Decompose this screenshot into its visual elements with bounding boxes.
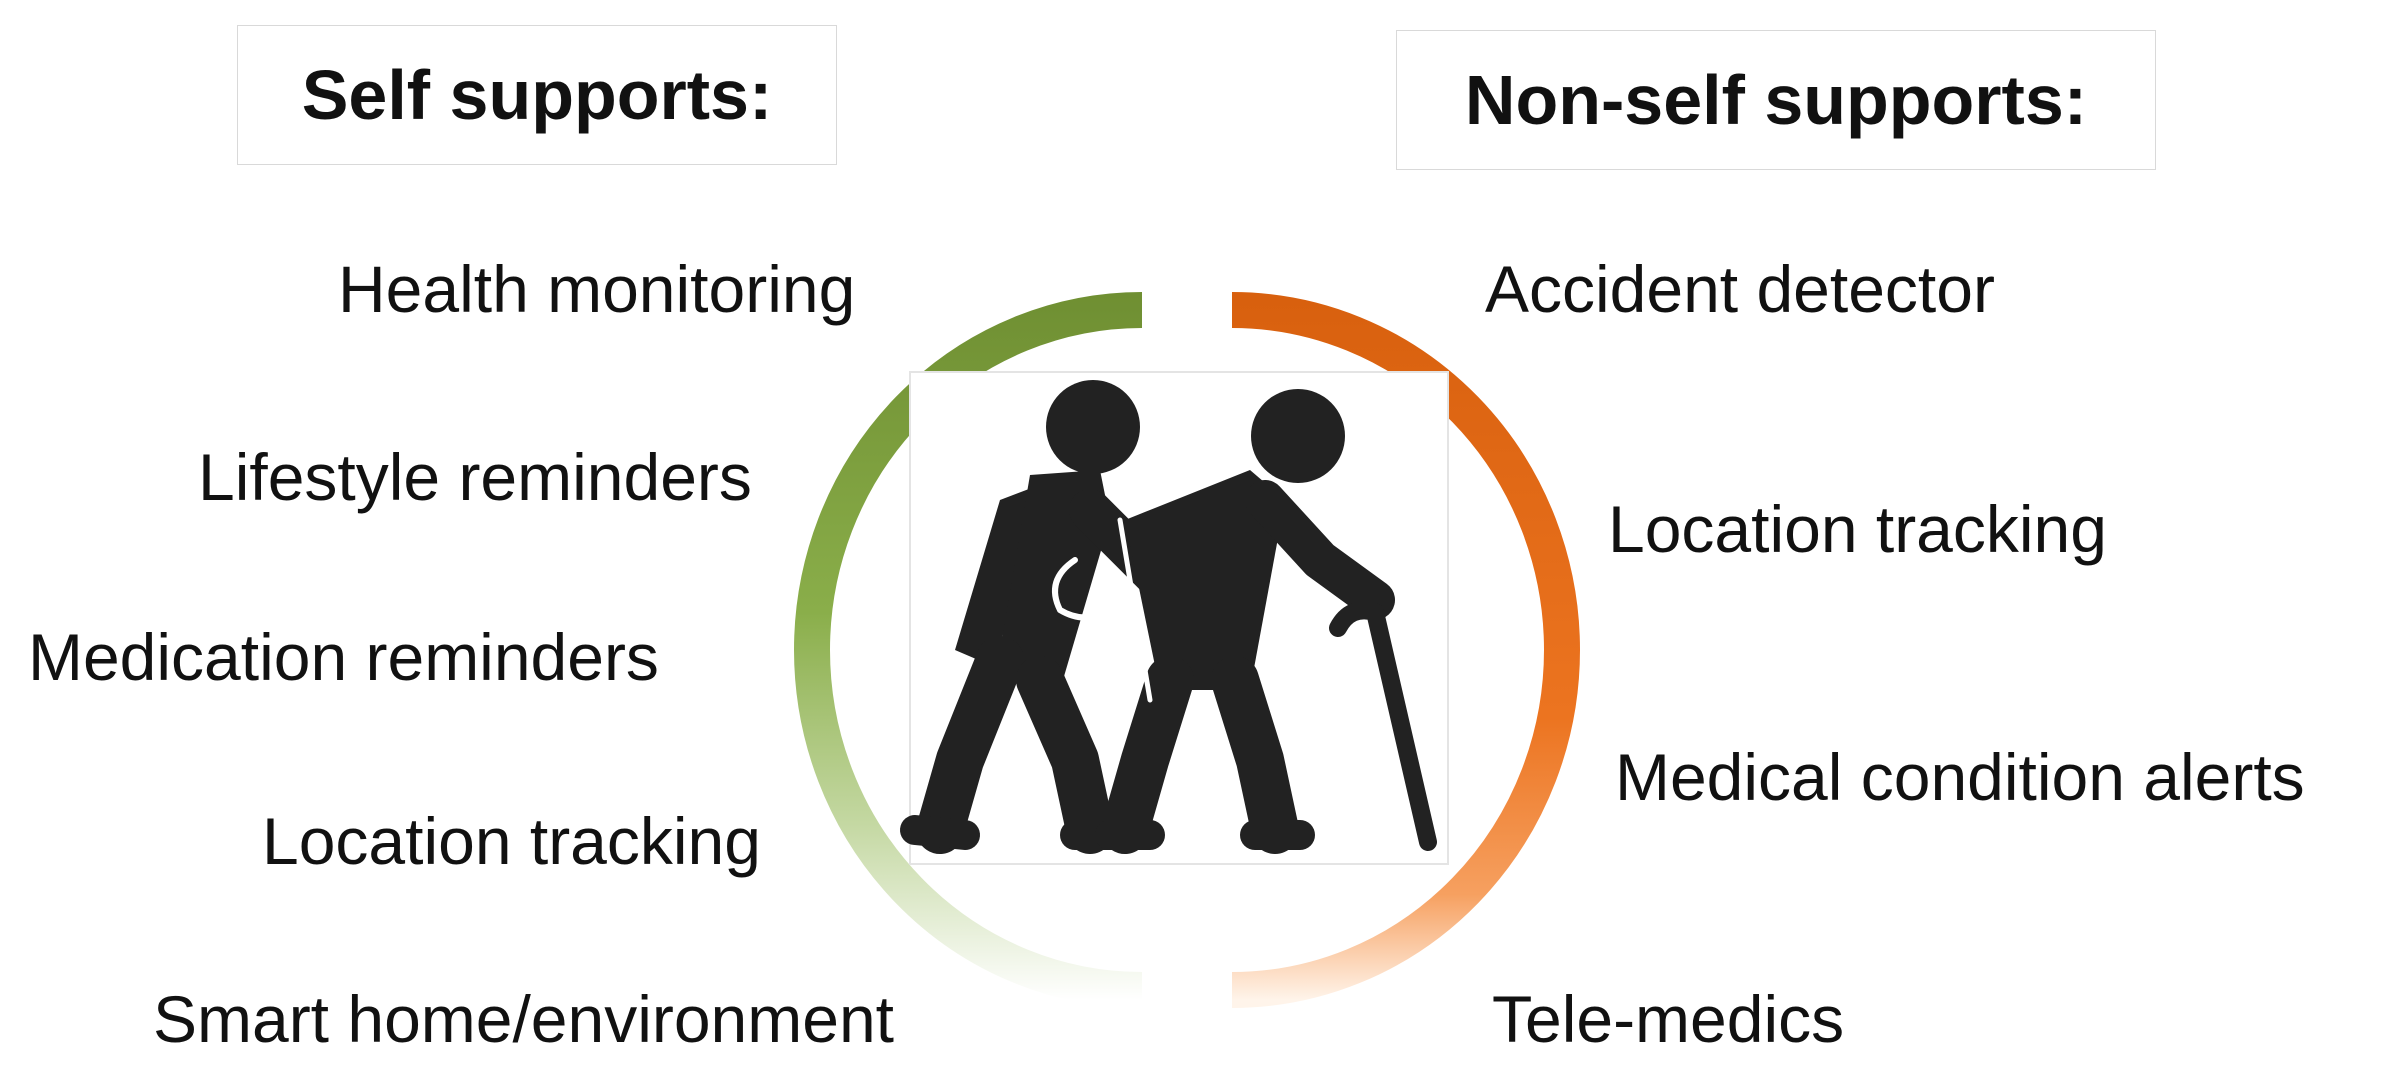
self-item-health-monitoring: Health monitoring [338, 252, 856, 326]
self-item-location-tracking: Location tracking [262, 804, 761, 878]
self-item-lifestyle-reminders: Lifestyle reminders [198, 440, 752, 514]
non-self-supports-heading: Non-self supports: [1464, 61, 2088, 139]
self-item-smart-home: Smart home/environment [153, 982, 894, 1056]
nonself-item-accident-detector: Accident detector [1485, 252, 1995, 326]
nonself-item-tele-medics: Tele-medics [1492, 982, 1845, 1056]
self-supports-heading: Self supports: [301, 56, 773, 134]
nonself-item-location-tracking: Location tracking [1608, 492, 2107, 566]
non-self-supports-heading-box: Non-self supports: [1396, 30, 2156, 170]
nonself-item-medical-condition-alerts: Medical condition alerts [1615, 740, 2305, 814]
self-supports-arc [794, 292, 1143, 1008]
non-self-supports-arc [1231, 292, 1580, 1008]
elderly-person-assisted-icon [900, 380, 1437, 854]
self-item-medication-reminders: Medication reminders [28, 620, 659, 694]
self-supports-heading-box: Self supports: [237, 25, 837, 165]
